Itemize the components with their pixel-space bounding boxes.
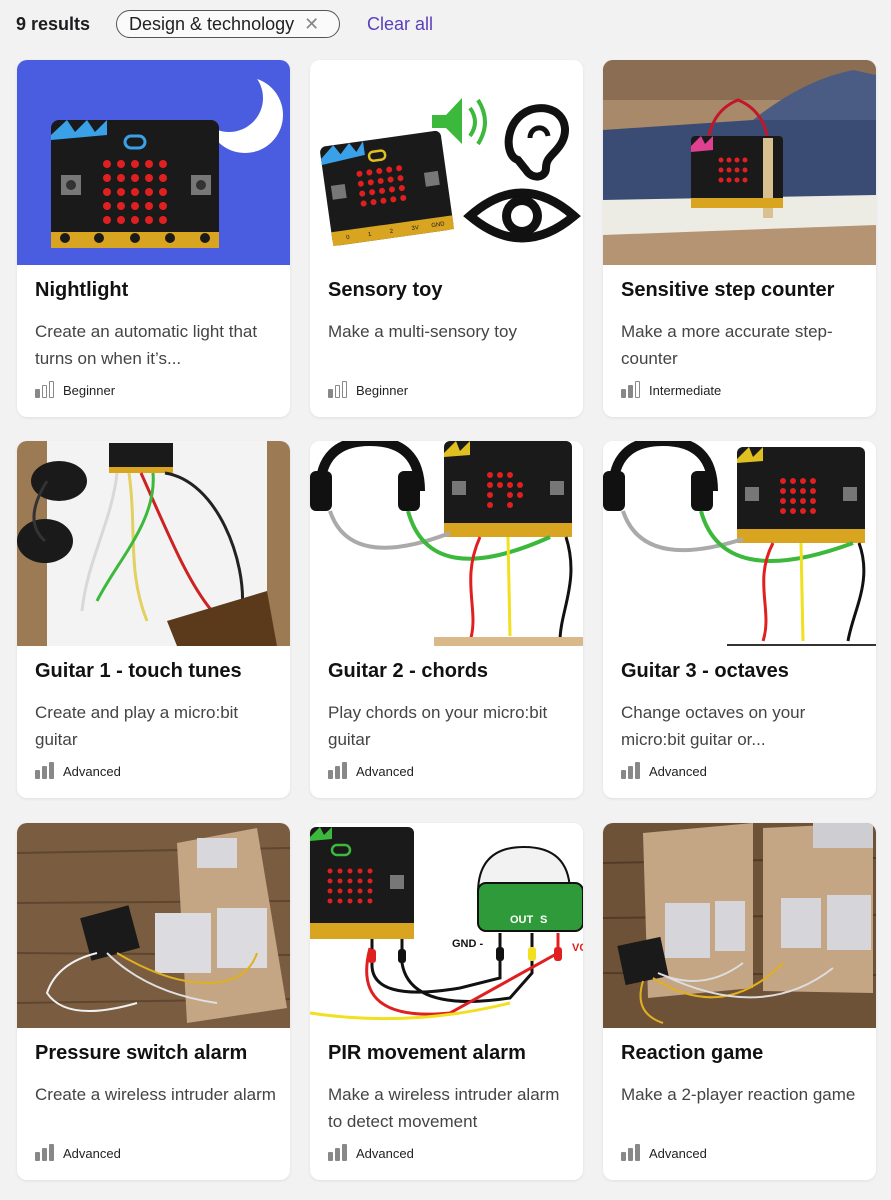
project-card[interactable]: Nightlight Create an automatic light tha… xyxy=(17,60,290,417)
difficulty-label: Beginner xyxy=(63,383,116,398)
difficulty-label: Advanced xyxy=(649,764,707,779)
difficulty-level: Advanced xyxy=(621,762,707,779)
difficulty-level: Advanced xyxy=(35,1144,121,1161)
guitar-1-image xyxy=(17,441,290,646)
svg-text:1: 1 xyxy=(368,232,373,238)
difficulty-label: Advanced xyxy=(649,1146,707,1161)
card-title: PIR movement alarm xyxy=(328,1042,526,1064)
svg-text:VC: VC xyxy=(572,942,583,954)
difficulty-level: Advanced xyxy=(621,1144,707,1161)
project-card[interactable]: Guitar 1 - touch tunes Create and play a… xyxy=(17,441,290,798)
project-card[interactable]: 0 1 2 3V GND Sensory toy Make a multi-se xyxy=(310,60,583,417)
difficulty-level: Advanced xyxy=(35,762,121,779)
sensory-toy-image: 0 1 2 3V GND xyxy=(310,60,583,265)
difficulty-label: Advanced xyxy=(356,764,414,779)
card-description: Change octaves on your micro:bit guitar … xyxy=(621,703,806,749)
difficulty-level: Intermediate xyxy=(621,381,721,398)
difficulty-label: Beginner xyxy=(356,383,409,398)
difficulty-label: Advanced xyxy=(356,1146,414,1161)
project-card[interactable]: Reaction game Make a 2-player reaction g… xyxy=(603,823,876,1180)
card-description: Make a more accurate step-counter xyxy=(621,322,833,368)
svg-text:GND -: GND - xyxy=(452,938,484,950)
signal-bars-icon xyxy=(328,762,347,779)
difficulty-label: Intermediate xyxy=(649,383,722,398)
signal-bars-icon xyxy=(35,762,54,779)
project-card[interactable]: OUT S GND - VC PIR movement alarm Make a… xyxy=(310,823,583,1180)
card-description: Make a 2-player reaction game xyxy=(621,1085,856,1104)
difficulty-level: Beginner xyxy=(35,381,115,398)
signal-bars-icon xyxy=(328,381,347,398)
svg-text:S: S xyxy=(540,914,547,926)
pressure-switch-image xyxy=(17,823,290,1028)
card-title: Reaction game xyxy=(621,1042,764,1064)
card-description: Make a wireless intruder alarm to detect… xyxy=(328,1085,560,1131)
project-card[interactable]: Guitar 2 - chords Play chords on your mi… xyxy=(310,441,583,798)
reaction-game-image xyxy=(603,823,876,1028)
difficulty-level: Advanced xyxy=(328,1144,414,1161)
card-title: Nightlight xyxy=(35,279,129,301)
guitar-3-image xyxy=(603,441,876,646)
card-title: Sensitive step counter xyxy=(621,279,835,301)
signal-bars-icon xyxy=(35,1144,54,1161)
svg-text:0: 0 xyxy=(346,235,351,241)
project-card[interactable]: Sensitive step counter Make a more accur… xyxy=(603,60,876,417)
signal-bars-icon xyxy=(621,762,640,779)
filter-chip[interactable]: Design & technology ✕ xyxy=(116,10,340,38)
card-description: Create an automatic light that turns on … xyxy=(35,322,258,368)
pir-alarm-image: OUT S GND - VC xyxy=(310,823,583,1028)
results-count: 9 results xyxy=(16,14,91,34)
card-description: Create and play a micro:bit guitar xyxy=(35,703,239,749)
step-counter-image xyxy=(603,60,876,265)
filter-chip-label: Design & technology xyxy=(129,13,295,34)
card-title: Sensory toy xyxy=(328,279,443,301)
signal-bars-icon xyxy=(328,1144,347,1161)
difficulty-level: Advanced xyxy=(328,762,414,779)
card-description: Play chords on your micro:bit guitar xyxy=(328,703,548,749)
guitar-2-image xyxy=(310,441,583,646)
card-description: Make a multi-sensory toy xyxy=(328,322,517,341)
svg-text:3V: 3V xyxy=(411,225,419,232)
card-title: Guitar 3 - octaves xyxy=(621,660,789,682)
card-description: Create a wireless intruder alarm xyxy=(35,1085,276,1104)
project-card[interactable]: Guitar 3 - octaves Change octaves on you… xyxy=(603,441,876,798)
difficulty-level: Beginner xyxy=(328,381,408,398)
svg-text:OUT: OUT xyxy=(510,914,534,926)
signal-bars-icon xyxy=(621,381,640,398)
clear-all-link[interactable]: Clear all xyxy=(367,14,434,34)
signal-bars-icon xyxy=(35,381,54,398)
svg-text:GND: GND xyxy=(431,221,446,229)
results-header: 9 results Design & technology ✕ Clear al… xyxy=(0,0,891,50)
card-title: Guitar 2 - chords xyxy=(328,660,489,682)
signal-bars-icon xyxy=(621,1144,640,1161)
svg-text:2: 2 xyxy=(389,229,394,235)
difficulty-label: Advanced xyxy=(63,764,121,779)
card-title: Pressure switch alarm xyxy=(35,1042,248,1064)
project-card[interactable]: Pressure switch alarm Create a wireless … xyxy=(17,823,290,1180)
difficulty-label: Advanced xyxy=(63,1146,121,1161)
nightlight-image xyxy=(17,60,290,265)
close-icon[interactable]: ✕ xyxy=(304,13,320,34)
card-title: Guitar 1 - touch tunes xyxy=(35,660,242,682)
